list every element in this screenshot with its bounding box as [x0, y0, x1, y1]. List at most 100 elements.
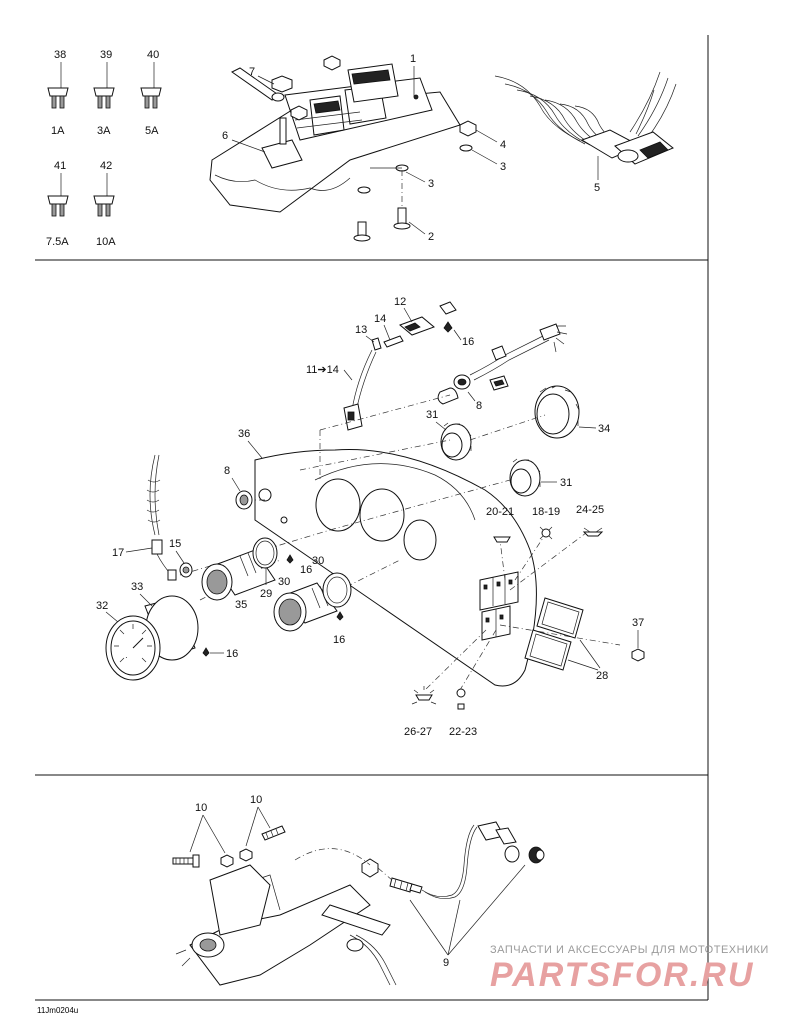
callout-5: 5 [594, 182, 600, 194]
callout-8b: 8 [224, 465, 230, 477]
fuse-39: 39 3A [93, 49, 115, 137]
watermark-caption: ЗАПЧАСТИ И АКСЕССУАРЫ ДЛЯ МОТОТЕХНИКИ [490, 944, 769, 956]
callout-9: 9 [443, 957, 449, 969]
leader-28a [579, 639, 601, 669]
frame-bracket-assembly [175, 864, 397, 986]
leader-16a [453, 329, 462, 341]
fuse-40: 40 5A [140, 49, 162, 137]
callout-16c: 16 [333, 634, 345, 646]
ring-31-lower [509, 458, 541, 497]
leader-8a [467, 391, 476, 402]
callout-12: 12 [394, 296, 406, 308]
bolt-10-left [172, 854, 200, 868]
callout-16b: 16 [300, 564, 312, 576]
instrument-panel-36 [254, 449, 537, 687]
callout-30b: 30 [278, 576, 290, 588]
leader-9b [447, 899, 461, 956]
svg-text:10A: 10A [96, 236, 116, 248]
leader-10b-1 [245, 806, 259, 847]
callout-8a: 8 [476, 400, 482, 412]
leader-6 [231, 139, 266, 153]
leader-17 [125, 547, 153, 553]
callout-36: 36 [238, 428, 250, 440]
leader-14 [383, 324, 391, 341]
callout-14: 14 [374, 313, 386, 325]
switch-11-14 [343, 301, 457, 431]
leader-4 [475, 129, 498, 143]
callout-15: 15 [169, 538, 181, 550]
speedometer-32: · [105, 595, 199, 681]
bulb-22-23 [456, 688, 466, 710]
leader-9a [409, 899, 449, 956]
bulb-20-21 [493, 536, 511, 543]
callout-7: 7 [249, 66, 255, 78]
leader-3a [405, 171, 426, 183]
callout-20-21: 20-21 [486, 506, 514, 518]
drop-16c [336, 611, 344, 621]
ring-31-upper [440, 422, 472, 461]
grommet-8 [235, 490, 253, 510]
callout-16d: 16 [226, 648, 238, 660]
leader-9c [447, 864, 526, 956]
callout-26-27: 26-27 [404, 726, 432, 738]
leader-7 [257, 75, 275, 85]
drop-16b [286, 554, 294, 564]
diagram-code: 11Jm0204u [37, 1006, 78, 1015]
fuse-42: 42 10A [93, 160, 116, 248]
callout-35: 35 [235, 599, 247, 611]
svg-text:38: 38 [54, 49, 66, 61]
nut-37 [631, 648, 645, 662]
leader-15 [175, 550, 185, 564]
leader-28b [567, 659, 599, 671]
socket-15 [179, 562, 193, 578]
callout-31a: 31 [426, 409, 438, 421]
leader-8b [231, 477, 241, 492]
callout-28: 28 [596, 670, 608, 682]
decal-28 [524, 597, 584, 671]
leader-34 [578, 426, 597, 429]
callout-3b: 3 [500, 161, 506, 173]
bulb-26-27 [411, 686, 437, 705]
callout-22-23: 22-23 [449, 726, 477, 738]
svg-text:·: · [125, 653, 128, 662]
callout-6: 6 [222, 130, 228, 142]
leader-10b-2 [257, 806, 271, 829]
frame [35, 35, 709, 1001]
key-switch-harness [437, 323, 568, 405]
leader-33 [139, 593, 153, 607]
svg-text:39: 39 [100, 49, 112, 61]
callout-30a: 30 [312, 555, 324, 567]
speed-sensor-9 [294, 821, 545, 899]
callout-3a: 3 [428, 178, 434, 190]
leader-36 [247, 440, 263, 459]
callout-10a: 10 [195, 802, 207, 814]
callout-31b: 31 [560, 477, 572, 489]
leader-13 [365, 335, 375, 343]
bulb-24-25 [582, 527, 604, 537]
seal-30 [322, 572, 352, 608]
watermark-logo: PARTSFOR.RU [490, 956, 754, 994]
svg-text:3A: 3A [97, 125, 111, 137]
callout-34: 34 [598, 423, 610, 435]
seal-29 [252, 537, 278, 569]
leader-31a [435, 421, 447, 431]
svg-text:41: 41 [54, 160, 66, 172]
callout-10b: 10 [250, 794, 262, 806]
drop-16d [202, 647, 210, 657]
callout-29: 29 [260, 588, 272, 600]
callout-13: 13 [355, 324, 367, 336]
svg-text:7.5A: 7.5A [46, 236, 69, 248]
fuse-41: 41 7.5A [46, 160, 69, 248]
fuse-box-assembly [209, 55, 477, 242]
callout-11-14: 11➔14 [306, 364, 339, 376]
leader-32 [105, 611, 119, 623]
leader-2 [408, 221, 426, 235]
svg-text:5A: 5A [145, 125, 159, 137]
callout-4: 4 [500, 139, 506, 151]
callout-33: 33 [131, 581, 143, 593]
callout-17: 17 [112, 547, 124, 559]
nut-10 [220, 825, 286, 868]
callout-2: 2 [428, 231, 434, 243]
leader-10a-1 [189, 814, 204, 853]
callout-32: 32 [96, 600, 108, 612]
